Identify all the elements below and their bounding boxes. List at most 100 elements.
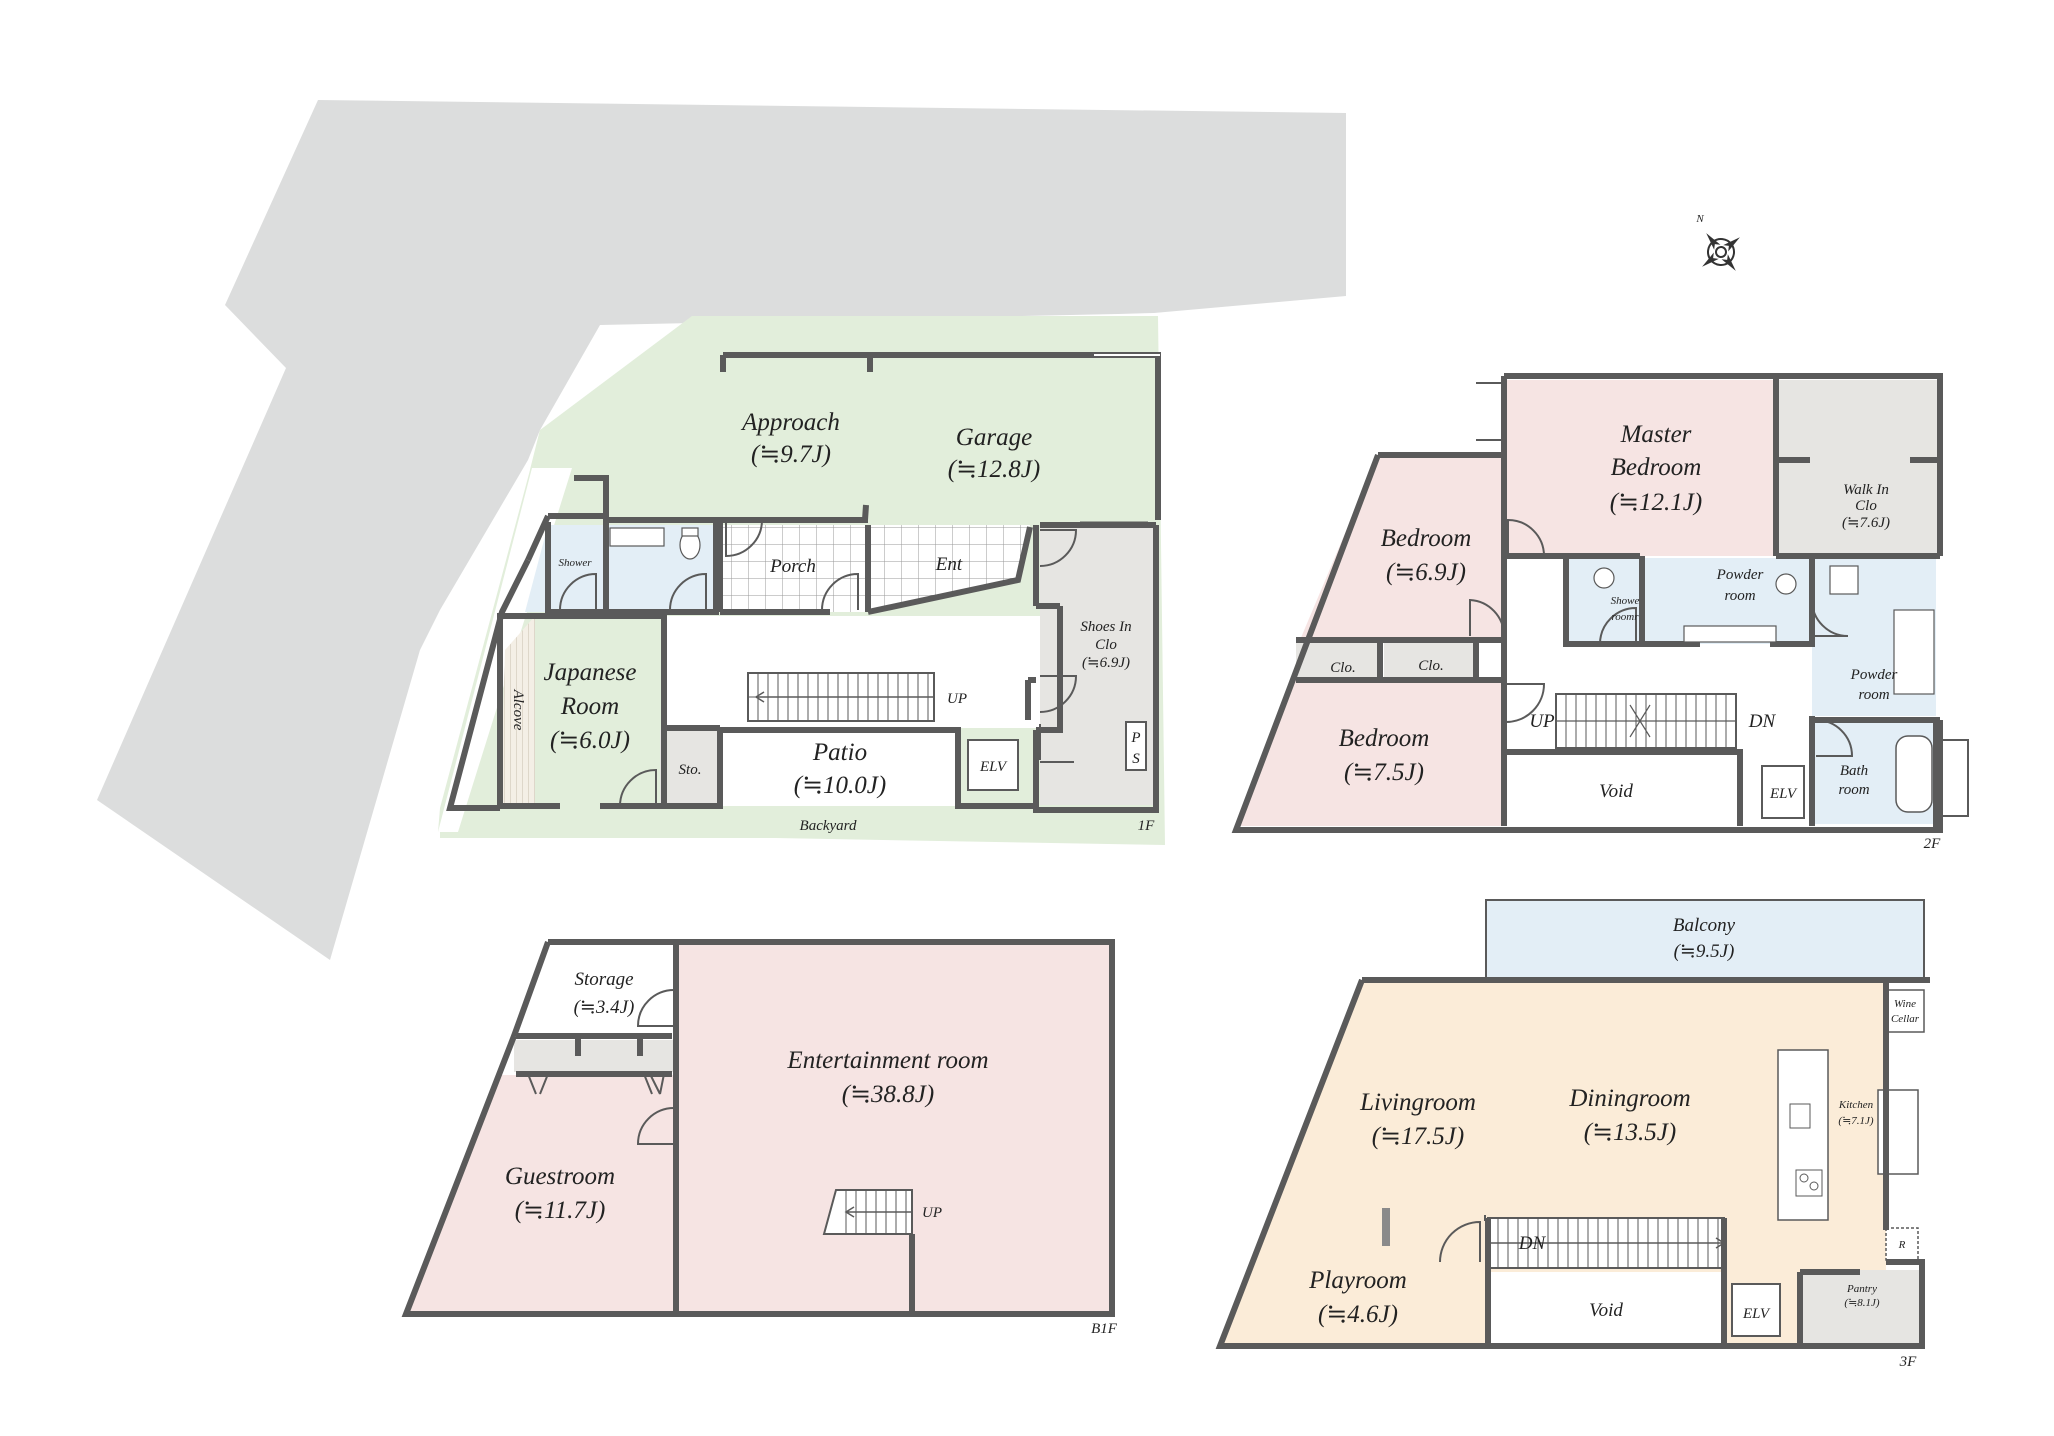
dining-label: Diningroom bbox=[1568, 1085, 1690, 1112]
living-size: (≒17.5J) bbox=[1372, 1123, 1464, 1150]
elv-2f-label: ELV bbox=[1769, 786, 1798, 802]
backyard-label: Backyard bbox=[800, 818, 857, 834]
sto-label: Sto. bbox=[679, 762, 702, 778]
alcove-label: Alcove bbox=[510, 689, 526, 731]
floor-2f bbox=[1231, 373, 1969, 833]
entertainment-size: (≒38.8J) bbox=[842, 1081, 934, 1108]
storage-size: (≒3.4J) bbox=[574, 997, 635, 1018]
patio bbox=[720, 730, 958, 806]
wine-cellar bbox=[1885, 989, 1925, 1033]
void-2f bbox=[1506, 752, 1738, 826]
floor-3f bbox=[1215, 899, 1930, 1349]
powder-1-label-1: Powder bbox=[1716, 567, 1764, 583]
pantry-label: Pantry bbox=[1846, 1283, 1877, 1295]
dining-size: (≒13.5J) bbox=[1584, 1119, 1676, 1146]
bedroom-2-size: (≒7.5J) bbox=[1344, 759, 1424, 786]
wine-label-1: Wine bbox=[1894, 998, 1916, 1010]
porch-label: Porch bbox=[769, 556, 816, 577]
refrigerator bbox=[1885, 1227, 1919, 1261]
approach-size: (≒9.7J) bbox=[751, 441, 831, 468]
entrance-area bbox=[868, 525, 1030, 612]
void-3f bbox=[1488, 1272, 1724, 1346]
floor-b1f bbox=[401, 939, 1115, 1317]
master-bedroom-label-1: Master bbox=[1620, 421, 1692, 448]
showe-label-1: Showe bbox=[1611, 595, 1640, 607]
living-label: Livingroom bbox=[1359, 1089, 1476, 1116]
powder-2-label-2: room bbox=[1858, 687, 1889, 703]
bedroom-2-label: Bedroom bbox=[1339, 725, 1430, 752]
shoes-label-1: Shoes In bbox=[1080, 619, 1131, 635]
stair-b1f-label: UP bbox=[922, 1205, 942, 1221]
entertainment-room bbox=[678, 942, 1112, 1314]
storage-b1f bbox=[518, 942, 674, 1036]
storage-1f bbox=[660, 730, 718, 806]
bath-label-2: room bbox=[1838, 782, 1869, 798]
stair-3f-label: DN bbox=[1518, 1233, 1547, 1254]
porch-area bbox=[720, 525, 868, 612]
compass-north-label: N bbox=[1695, 213, 1704, 225]
void-2f-label: Void bbox=[1599, 781, 1633, 802]
closet-1-label: Clo. bbox=[1330, 660, 1355, 676]
playroom-size: (≒4.6J) bbox=[1318, 1301, 1398, 1328]
floor-1f bbox=[438, 316, 1165, 845]
master-bedroom-size: (≒12.1J) bbox=[1610, 489, 1702, 516]
master-bedroom-label-2: Bedroom bbox=[1611, 454, 1702, 481]
balcony-size: (≒9.5J) bbox=[1674, 941, 1735, 962]
bedroom-1-size: (≒6.9J) bbox=[1386, 559, 1466, 586]
bedroom-2f-2 bbox=[1238, 680, 1504, 826]
approach-label: Approach bbox=[740, 409, 840, 436]
guestroom-label: Guestroom bbox=[505, 1163, 615, 1190]
compass-rose-icon bbox=[1702, 233, 1740, 271]
elv-1f-label: ELV bbox=[979, 759, 1008, 775]
elv-3f-label: ELV bbox=[1742, 1306, 1771, 1322]
japanese-size: (≒6.0J) bbox=[550, 727, 630, 754]
garage-label: Garage bbox=[956, 424, 1032, 451]
floor-2f-label: 2F bbox=[1924, 836, 1942, 852]
neighbor-lot bbox=[97, 100, 1346, 960]
ent-label: Ent bbox=[935, 554, 963, 575]
showe-label-2: roomr bbox=[1611, 611, 1639, 623]
storage-label: Storage bbox=[574, 969, 633, 990]
closet-2-label: Clo. bbox=[1418, 658, 1443, 674]
ps-p: P bbox=[1130, 730, 1140, 746]
walk-in-label-2: Clo bbox=[1855, 498, 1877, 514]
shower-label: Shower bbox=[559, 557, 593, 569]
balcony-label: Balcony bbox=[1673, 915, 1736, 936]
bath-label-1: Bath bbox=[1840, 763, 1868, 779]
master-bedroom bbox=[1506, 380, 1776, 556]
pantry-size: (≒8.1J) bbox=[1844, 1297, 1880, 1309]
wine-label-2: Cellar bbox=[1891, 1013, 1920, 1025]
stair-1f-label: UP bbox=[947, 691, 967, 707]
stair-1f bbox=[747, 672, 935, 722]
stair-2f-up-label: UP bbox=[1529, 711, 1555, 732]
stair-2f-dn-label: DN bbox=[1748, 711, 1777, 732]
garage-size: (≒12.8J) bbox=[948, 456, 1040, 483]
bedroom-1-label: Bedroom bbox=[1381, 525, 1472, 552]
playroom-label: Playroom bbox=[1308, 1267, 1407, 1294]
powder-2-label-1: Powder bbox=[1850, 667, 1898, 683]
shoes-size: (≒6.9J) bbox=[1082, 655, 1130, 671]
pantry bbox=[1800, 1270, 1920, 1346]
entertainment-label: Entertainment room bbox=[786, 1047, 988, 1074]
shoes-label-2: Clo bbox=[1095, 637, 1117, 653]
ps-s: S bbox=[1132, 751, 1140, 767]
balcony bbox=[1485, 899, 1925, 979]
floor-b1f-label: B1F bbox=[1091, 1321, 1118, 1337]
stair-2f bbox=[1555, 693, 1737, 749]
stair-3f bbox=[1487, 1217, 1726, 1269]
guestroom-size: (≒11.7J) bbox=[515, 1197, 606, 1224]
kitchen-label: Kitchen bbox=[1838, 1099, 1874, 1111]
kitchen-size: (≒7.1J) bbox=[1838, 1115, 1874, 1127]
walk-in-size: (≒7.6J) bbox=[1842, 515, 1890, 531]
guestroom bbox=[406, 1075, 674, 1314]
walk-in-closet bbox=[1776, 380, 1938, 556]
refrigerator-label: R bbox=[1898, 1239, 1906, 1251]
closet-2f-1 bbox=[1296, 640, 1380, 680]
floor-1f-label: 1F bbox=[1138, 818, 1156, 834]
bedroom-2f-1 bbox=[1300, 455, 1504, 640]
void-3f-label: Void bbox=[1589, 1300, 1623, 1321]
alcove bbox=[500, 616, 535, 806]
japanese-label-1: Japanese bbox=[543, 659, 636, 686]
walk-in-label-1: Walk In bbox=[1843, 482, 1889, 498]
